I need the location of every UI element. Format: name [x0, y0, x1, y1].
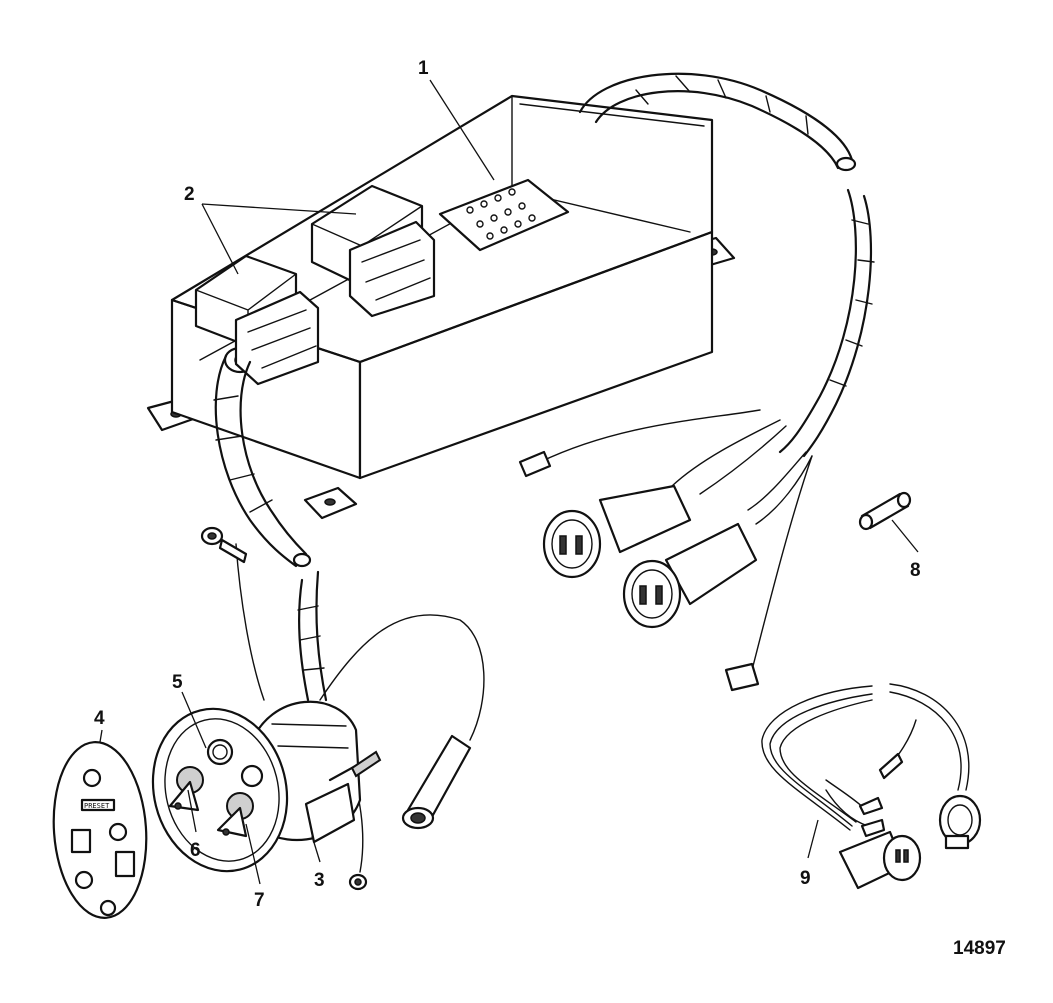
extension-harness	[761, 683, 982, 890]
extension-receptacle	[938, 794, 982, 850]
callout-6: 6	[190, 840, 201, 861]
fuse-block	[438, 178, 570, 252]
callout-1: 1	[418, 58, 429, 79]
mounting-bracket	[304, 782, 356, 844]
switch-harness	[200, 354, 485, 891]
bullet-terminal	[724, 662, 760, 692]
switch-assembly	[151, 700, 382, 873]
connector-plug-1	[542, 484, 692, 579]
callouts: 1 2 3 4 5 6 7 8 9	[94, 58, 921, 911]
fuse	[858, 491, 912, 531]
main-harness	[518, 72, 875, 692]
callout-8: 8	[910, 560, 921, 581]
switch-bezel	[151, 707, 289, 873]
svg-text:PRESET: PRESET	[84, 802, 110, 810]
toggle-switch-lower	[216, 792, 254, 838]
callout-4: 4	[94, 708, 105, 729]
callout-3: 3	[314, 870, 325, 891]
leader-lines	[99, 79, 919, 885]
callout-9: 9	[800, 868, 811, 889]
connector-plug-2	[622, 522, 758, 629]
callout-7: 7	[254, 890, 265, 911]
callout-2: 2	[184, 184, 195, 205]
control-box	[146, 94, 736, 520]
extension-plug	[838, 830, 922, 890]
figure-number: 14897	[953, 938, 1006, 959]
callout-5: 5	[172, 672, 183, 693]
bullet-terminal	[518, 450, 552, 478]
decal-plate: PRESET	[52, 741, 148, 919]
toggle-switch-upper	[206, 738, 234, 766]
